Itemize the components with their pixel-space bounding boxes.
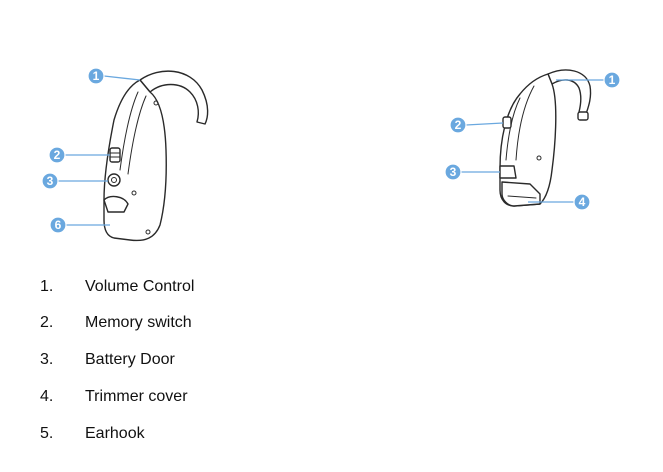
right-battery-door (499, 165, 517, 179)
svg-text:1: 1 (93, 69, 100, 83)
right-callout-2: 2 (449, 116, 467, 134)
svg-text:2: 2 (54, 148, 61, 162)
right-memory-switch (502, 116, 512, 129)
right-callouts: 1 2 3 4 (444, 71, 621, 211)
left-callout-2: 2 (48, 146, 66, 164)
left-callout-3: 3 (41, 172, 59, 190)
left-hearing-aid (103, 70, 209, 242)
svg-text:3: 3 (47, 174, 54, 188)
right-callout-3: 3 (444, 163, 462, 181)
left-volume-dial (107, 173, 121, 187)
right-callout-4: 4 (573, 193, 591, 211)
right-callout-1: 1 (603, 71, 621, 89)
svg-text:3: 3 (450, 165, 457, 179)
left-battery-door (103, 195, 129, 213)
right-trimmer-cover (501, 181, 541, 207)
left-callouts: 1 2 3 6 (41, 67, 141, 234)
svg-text:6: 6 (55, 218, 62, 232)
left-callout-6: 6 (49, 216, 67, 234)
left-earhook (139, 70, 209, 125)
left-memory-switch (109, 147, 121, 163)
left-callout-1: 1 (87, 67, 105, 85)
svg-text:4: 4 (579, 195, 586, 209)
svg-text:1: 1 (609, 73, 616, 87)
svg-text:2: 2 (455, 118, 462, 132)
right-hearing-aid (499, 69, 592, 207)
